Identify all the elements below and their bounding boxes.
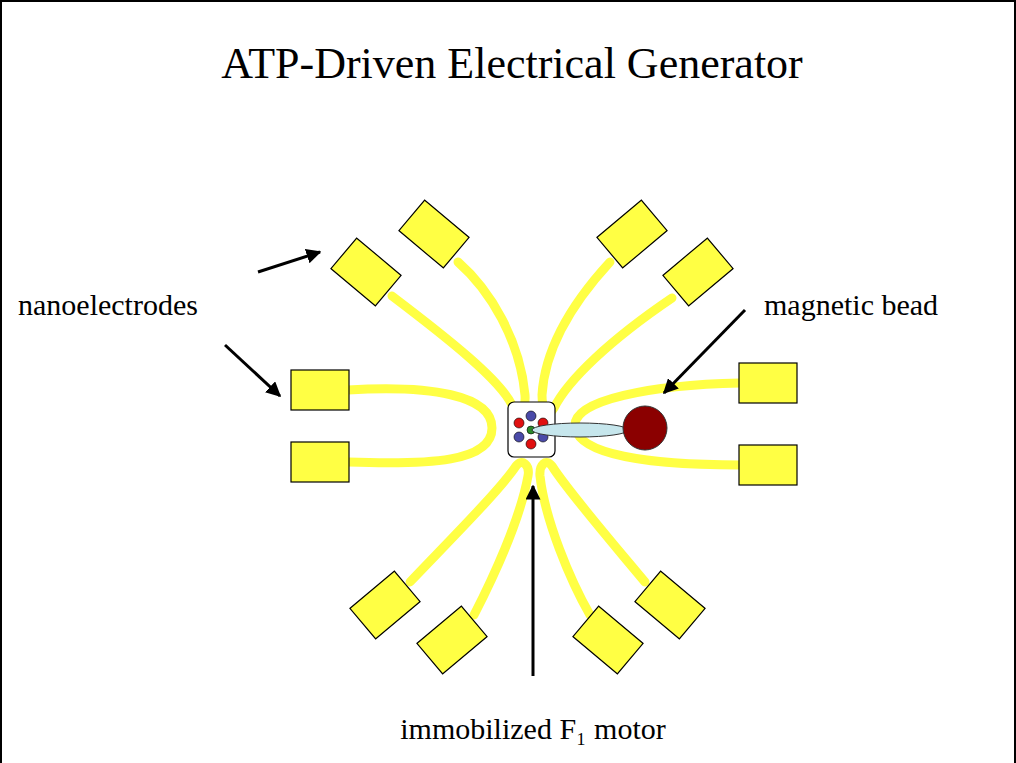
electrode-pads <box>291 200 797 674</box>
magnetic-bead <box>623 406 667 450</box>
actin-filament <box>532 423 628 437</box>
part-label: magnetic bead <box>764 288 938 322</box>
part-label: immobilized F₁ motor <box>400 712 665 746</box>
electrode-wires <box>348 262 740 615</box>
title: ATP-Driven Electrical Generator <box>221 38 803 89</box>
part-label: nanoelectrodes <box>18 288 198 322</box>
leader-arrows <box>225 252 745 676</box>
